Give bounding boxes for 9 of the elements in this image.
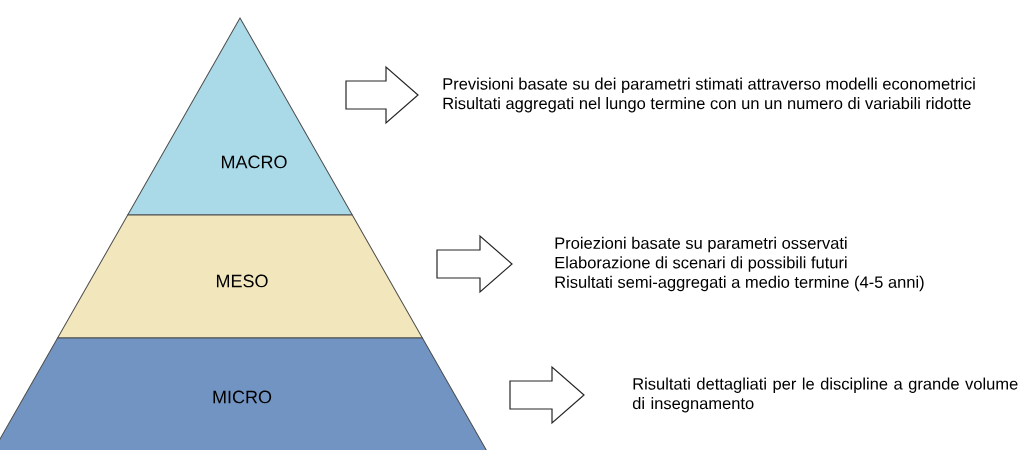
block-arrow xyxy=(436,234,513,294)
block-arrow xyxy=(509,365,585,425)
pyramid-band: MACRO xyxy=(127,17,353,216)
description-text: Risultati dettagliati per le discipline a grande volume di insegnamento xyxy=(632,377,1018,413)
pyramid-band: MESO xyxy=(57,214,423,339)
block-arrow xyxy=(345,65,419,125)
pyramid-band: MICRO xyxy=(0,337,488,450)
description-text: Previsioni basate su dei parametri stimati attraverso modelli econometrici Risultati aggregati nel lungo termine con un un numero di variabili ridotte xyxy=(443,77,975,113)
description-text: Proiezioni basate su parametri osservati Elaborazione di scenari di possibili futuri Risultati semi-aggregati a medio termine (4-5 anni) xyxy=(555,236,924,292)
